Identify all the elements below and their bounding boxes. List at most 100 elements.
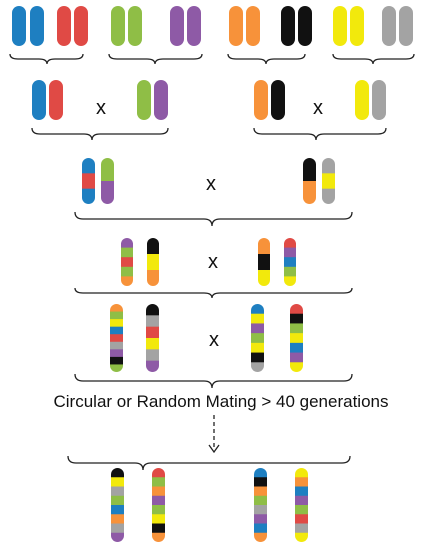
chromosome-segment xyxy=(399,6,413,46)
chromosome-segment xyxy=(295,514,308,525)
chromosome-segment xyxy=(111,514,124,525)
chromosome-founder-green-b xyxy=(128,6,142,46)
chromosome-segment xyxy=(110,304,123,313)
chromosome-f1-3-a xyxy=(254,80,268,120)
chromosome-founder-purple-a xyxy=(170,6,184,46)
chromosome-segment xyxy=(290,323,303,334)
chromosome-segment xyxy=(295,523,308,534)
chromosome-segment xyxy=(110,349,123,358)
chromosome-segment xyxy=(303,181,316,204)
chromosome-g4-2 xyxy=(146,304,159,372)
chromosome-segment xyxy=(295,495,308,506)
chromosome-segment xyxy=(152,486,165,497)
chromosome-segment xyxy=(111,532,124,542)
chromosome-segment xyxy=(74,6,88,46)
chromosome-segment xyxy=(147,270,159,286)
chromosome-founder-yellow-b xyxy=(350,6,364,46)
chromosome-segment xyxy=(251,333,264,344)
chromosome-f1-1-a xyxy=(32,80,46,120)
chromosome-segment xyxy=(350,6,364,46)
chromosome-f1-2-b xyxy=(154,80,168,120)
chromosome-segment xyxy=(110,334,123,343)
chromosome-segment xyxy=(254,80,268,120)
chromosome-founder-gray-b xyxy=(399,6,413,46)
chromosome-segment xyxy=(254,477,267,488)
chromosome-segment xyxy=(111,486,124,497)
chromosome-segment xyxy=(284,247,296,258)
chromosome-founder-black-b xyxy=(298,6,312,46)
chromosome-segment xyxy=(254,523,267,534)
chromosome-g3-1 xyxy=(121,238,133,286)
chromosome-f1-4-b xyxy=(372,80,386,120)
chromosome-segment xyxy=(251,304,264,315)
chromosome-segment xyxy=(254,495,267,506)
chromosome-segment xyxy=(154,80,168,120)
chromosome-segment xyxy=(146,349,159,362)
chromosome-segment xyxy=(251,323,264,334)
chromosome-segment xyxy=(12,6,26,46)
chromosome-segment xyxy=(147,254,159,271)
chromosome-segment xyxy=(30,6,44,46)
chromosome-founder-black-a xyxy=(281,6,295,46)
chromosome-segment xyxy=(284,276,296,286)
brace-f1-right xyxy=(253,127,387,141)
brace-g4 xyxy=(74,373,353,389)
chromosome-segment xyxy=(128,6,142,46)
chromosome-g4-4 xyxy=(290,304,303,372)
chromosome-segment xyxy=(121,247,133,258)
chromosome-segment xyxy=(110,356,123,366)
brace-founders-3 xyxy=(227,53,306,65)
chromosome-founder-gray-a xyxy=(382,6,396,46)
brace-founders-4 xyxy=(332,53,415,65)
chromosome-segment xyxy=(111,477,124,488)
brace-final xyxy=(67,455,351,471)
chromosome-segment xyxy=(110,341,123,350)
chromosome-segment xyxy=(32,80,46,120)
chromosome-founder-blue-b xyxy=(30,6,44,46)
chromosome-segment xyxy=(121,266,133,277)
chromosome-segment xyxy=(147,238,159,255)
chromosome-segment xyxy=(152,523,165,534)
chromosome-segment xyxy=(152,468,165,478)
chromosome-segment xyxy=(251,362,264,372)
chromosome-segment xyxy=(284,238,296,249)
chromosome-segment xyxy=(152,477,165,488)
chromosome-g3-2 xyxy=(147,238,159,286)
dashed-down-arrow xyxy=(208,415,220,454)
chromosome-segment xyxy=(290,342,303,354)
chromosome-f1-2-a xyxy=(137,80,151,120)
chromosome-segment xyxy=(254,514,267,525)
chromosome-g3-3 xyxy=(258,238,270,286)
chromosome-f1-1-b xyxy=(49,80,63,120)
chromosome-f1-4-a xyxy=(355,80,369,120)
chromosome-final-1 xyxy=(111,468,124,542)
chromosome-segment xyxy=(111,6,125,46)
chromosome-g3-4 xyxy=(284,238,296,286)
chromosome-g2-1 xyxy=(82,158,95,204)
chromosome-segment xyxy=(295,505,308,515)
chromosome-segment xyxy=(146,326,159,339)
chromosome-founder-orange-b xyxy=(246,6,260,46)
chromosome-segment xyxy=(251,342,264,354)
chromosome-segment xyxy=(152,514,165,525)
chromosome-segment xyxy=(382,6,396,46)
chromosome-segment xyxy=(229,6,243,46)
chromosome-segment xyxy=(121,238,133,249)
brace-founders-2 xyxy=(108,53,203,65)
chromosome-segment xyxy=(258,270,270,286)
chromosome-segment xyxy=(101,158,114,182)
chromosome-founder-purple-b xyxy=(187,6,201,46)
chromosome-segment xyxy=(82,188,95,204)
chromosome-g2-4 xyxy=(322,158,335,204)
chromosome-segment xyxy=(110,326,123,335)
chromosome-segment xyxy=(322,158,335,174)
chromosome-segment xyxy=(82,158,95,174)
chromosome-segment xyxy=(146,360,159,372)
chromosome-segment xyxy=(111,523,124,534)
chromosome-segment xyxy=(258,238,270,255)
chromosome-segment xyxy=(298,6,312,46)
brace-layer xyxy=(9,53,415,471)
cross-symbol-g4: x xyxy=(209,329,219,351)
chromosome-segment xyxy=(111,468,124,478)
